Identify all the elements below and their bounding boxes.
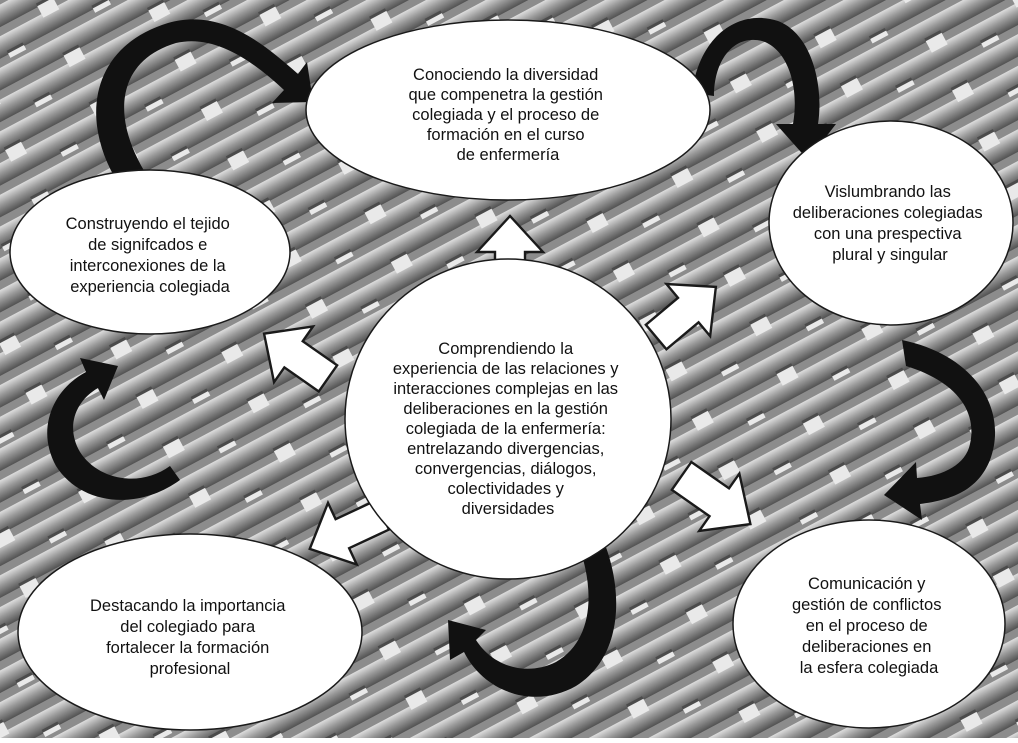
center-line: entrelazando divergencias, xyxy=(407,440,604,458)
node-bottom-right-shape xyxy=(732,519,1006,729)
node-line: colegiada y el proceso de xyxy=(412,106,599,124)
node-line: deliberaciones colegiadas xyxy=(793,204,983,222)
node-line: Destacando la importancia xyxy=(90,597,286,615)
curved-arrow-right-to-bottom-right xyxy=(884,340,996,520)
center-line: interacciones complejas en las xyxy=(393,380,618,398)
node-line: Conociendo la diversidad xyxy=(413,66,598,84)
node-line: de signifcados e xyxy=(88,236,207,254)
cycle-arrows xyxy=(47,17,996,697)
node-left-shape xyxy=(9,169,291,335)
center-node-text: Comprendiendo la experiencia de las rela… xyxy=(393,340,623,518)
node-line: Vislumbrando las xyxy=(825,183,951,201)
center-line: Comprendiendo la xyxy=(438,340,574,358)
center-node-shape xyxy=(344,258,672,580)
curved-arrow-bottom-right-to-bottom-left xyxy=(448,528,617,697)
node-line: deliberaciones en xyxy=(802,638,931,656)
node-line: en el proceso de xyxy=(806,617,928,635)
node-line: que compenetra la gestión xyxy=(408,86,602,104)
center-line: experiencia de las relaciones y xyxy=(393,360,619,378)
node-line: del colegiado para xyxy=(120,618,256,636)
node-line: experiencia colegiada xyxy=(70,278,230,296)
node-line: plural y singular xyxy=(832,246,948,264)
node-line: con una prespectiva xyxy=(814,225,963,243)
center-line: diversidades xyxy=(462,500,555,518)
node-line: la esfera colegiada xyxy=(800,659,939,677)
node-line: de enfermería xyxy=(457,146,561,164)
node-right-shape xyxy=(768,120,1014,326)
center-line: convergencias, diálogos, xyxy=(415,460,597,478)
node-line: fortalecer la formación xyxy=(106,639,269,657)
node-line: gestión de conflictos xyxy=(792,596,942,614)
node-top-shape xyxy=(305,19,711,201)
center-line: deliberaciones en la gestión xyxy=(403,400,608,418)
center-line: colegiada de la enfermería: xyxy=(406,420,606,438)
nodes xyxy=(9,19,1014,731)
node-line: interconexiones de la xyxy=(70,257,227,275)
node-right-text: Vislumbrando las deliberaciones colegiad… xyxy=(793,183,987,264)
node-bottom-right-text: Comunicación y gestión de conflictos en … xyxy=(792,575,946,677)
node-line: Construyendo el tejido xyxy=(66,215,230,233)
node-top-text: Conociendo la diversidad que compenetra … xyxy=(408,66,607,164)
arrow-to-right xyxy=(644,282,718,352)
center-line: colectividades y xyxy=(447,480,564,498)
node-left-text: Construyendo el tejido de signifcados e … xyxy=(66,215,235,296)
node-line: profesional xyxy=(150,660,231,678)
node-line: formación en el curso xyxy=(427,126,585,144)
curved-arrow-left-to-top xyxy=(96,19,313,184)
curved-arrow-top-to-right xyxy=(692,17,836,160)
node-bottom-left-text: Destacando la importancia del colegiado … xyxy=(90,597,290,678)
curved-arrow-bottom-left-to-left xyxy=(47,358,180,500)
node-line: Comunicación y xyxy=(808,575,926,593)
outward-arrows xyxy=(262,214,752,567)
arrow-to-left xyxy=(262,324,339,394)
arrow-to-bottom-right xyxy=(670,460,752,533)
node-bottom-left-shape xyxy=(17,533,363,731)
